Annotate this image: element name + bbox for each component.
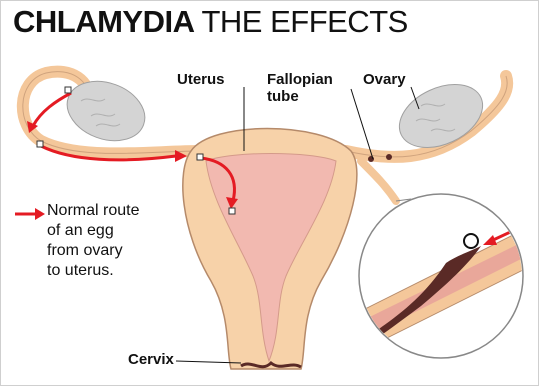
- legend-arrow-icon: [15, 208, 45, 220]
- legend-line: to uterus.: [47, 261, 139, 281]
- legend-line: from ovary: [47, 241, 139, 261]
- label-uterus: Uterus: [177, 71, 225, 88]
- red-arrow-icon: [33, 93, 71, 126]
- label-fallopian-tube-line2: tube: [267, 88, 299, 105]
- label-cervix: Cervix: [128, 351, 174, 368]
- egg-icon: [65, 87, 71, 93]
- legend-text: Normal route of an egg from ovary to ute…: [47, 201, 139, 281]
- label-ovary: Ovary: [363, 71, 406, 88]
- legend-line: of an egg: [47, 221, 139, 241]
- legend-line: Normal route: [47, 201, 139, 221]
- trapped-egg-icon: [464, 234, 478, 248]
- magnified-tube-inset: [341, 194, 538, 361]
- label-fallopian-tube-line1: Fallopian: [267, 71, 333, 88]
- left-ovary: [59, 71, 153, 151]
